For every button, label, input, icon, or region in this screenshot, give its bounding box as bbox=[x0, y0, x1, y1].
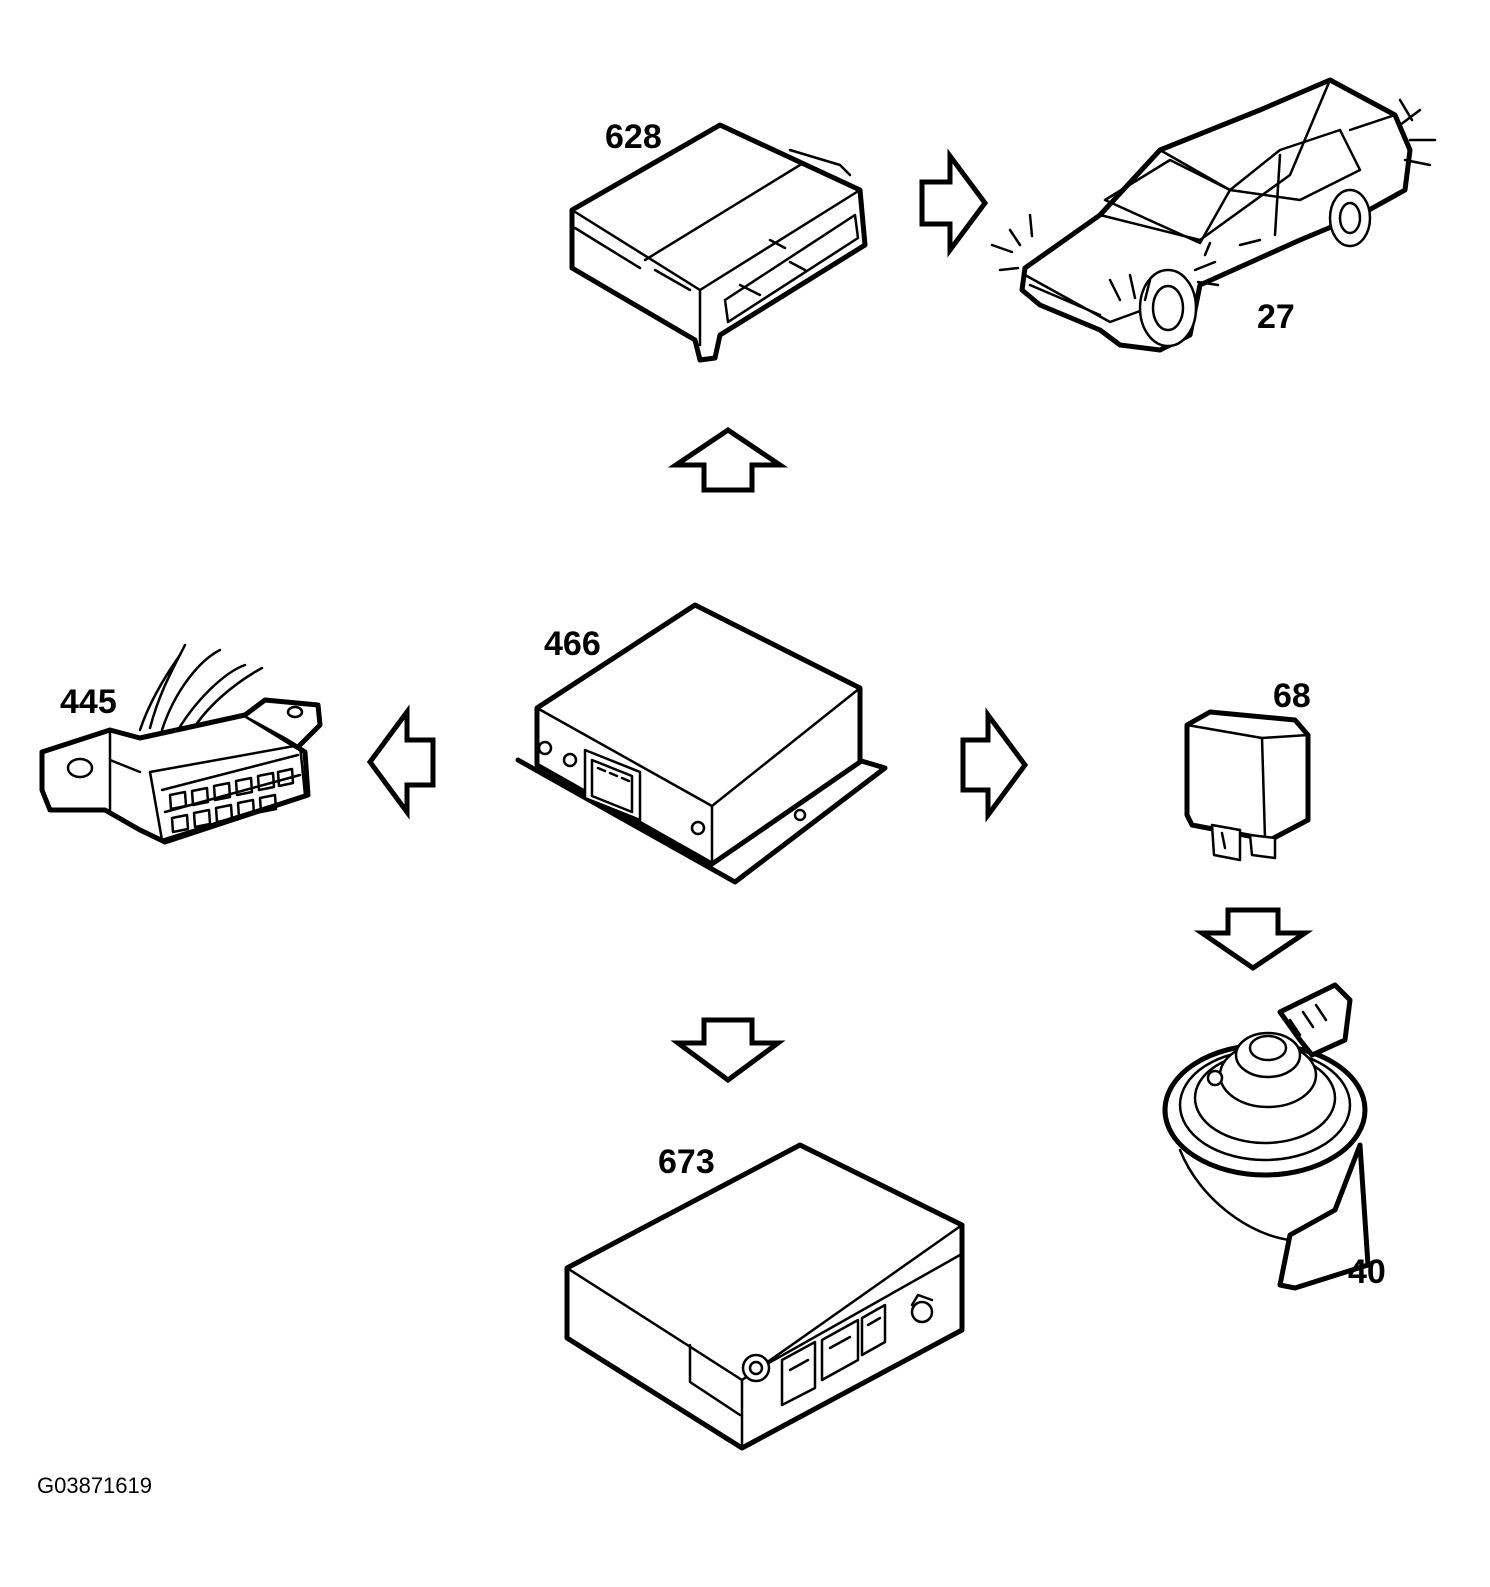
module-673-icon bbox=[564, 1142, 965, 1451]
arrow-466-to-628-icon bbox=[667, 426, 789, 493]
label-445: 445 bbox=[60, 683, 117, 721]
module-466-icon bbox=[515, 602, 888, 885]
arrow-466-to-673-icon bbox=[670, 1017, 786, 1084]
arrow-466-to-445-icon bbox=[366, 704, 436, 820]
arrow-628-to-car-icon bbox=[919, 148, 989, 258]
relay-68-icon bbox=[1184, 709, 1311, 862]
label-628: 628 bbox=[605, 118, 662, 156]
arrow-466-to-68-icon bbox=[960, 707, 1029, 823]
label-40: 40 bbox=[1348, 1253, 1386, 1291]
arrow-68-to-40-icon bbox=[1193, 907, 1314, 972]
figure-id: G03871619 bbox=[37, 1473, 152, 1498]
label-466: 466 bbox=[544, 625, 601, 663]
horn-40-icon bbox=[1162, 982, 1371, 1291]
module-628-icon bbox=[569, 122, 868, 363]
label-27: 27 bbox=[1257, 298, 1295, 336]
label-68: 68 bbox=[1273, 677, 1311, 715]
label-673: 673 bbox=[658, 1143, 715, 1181]
car-27-icon bbox=[990, 77, 1437, 353]
connector-445-icon bbox=[39, 643, 323, 845]
